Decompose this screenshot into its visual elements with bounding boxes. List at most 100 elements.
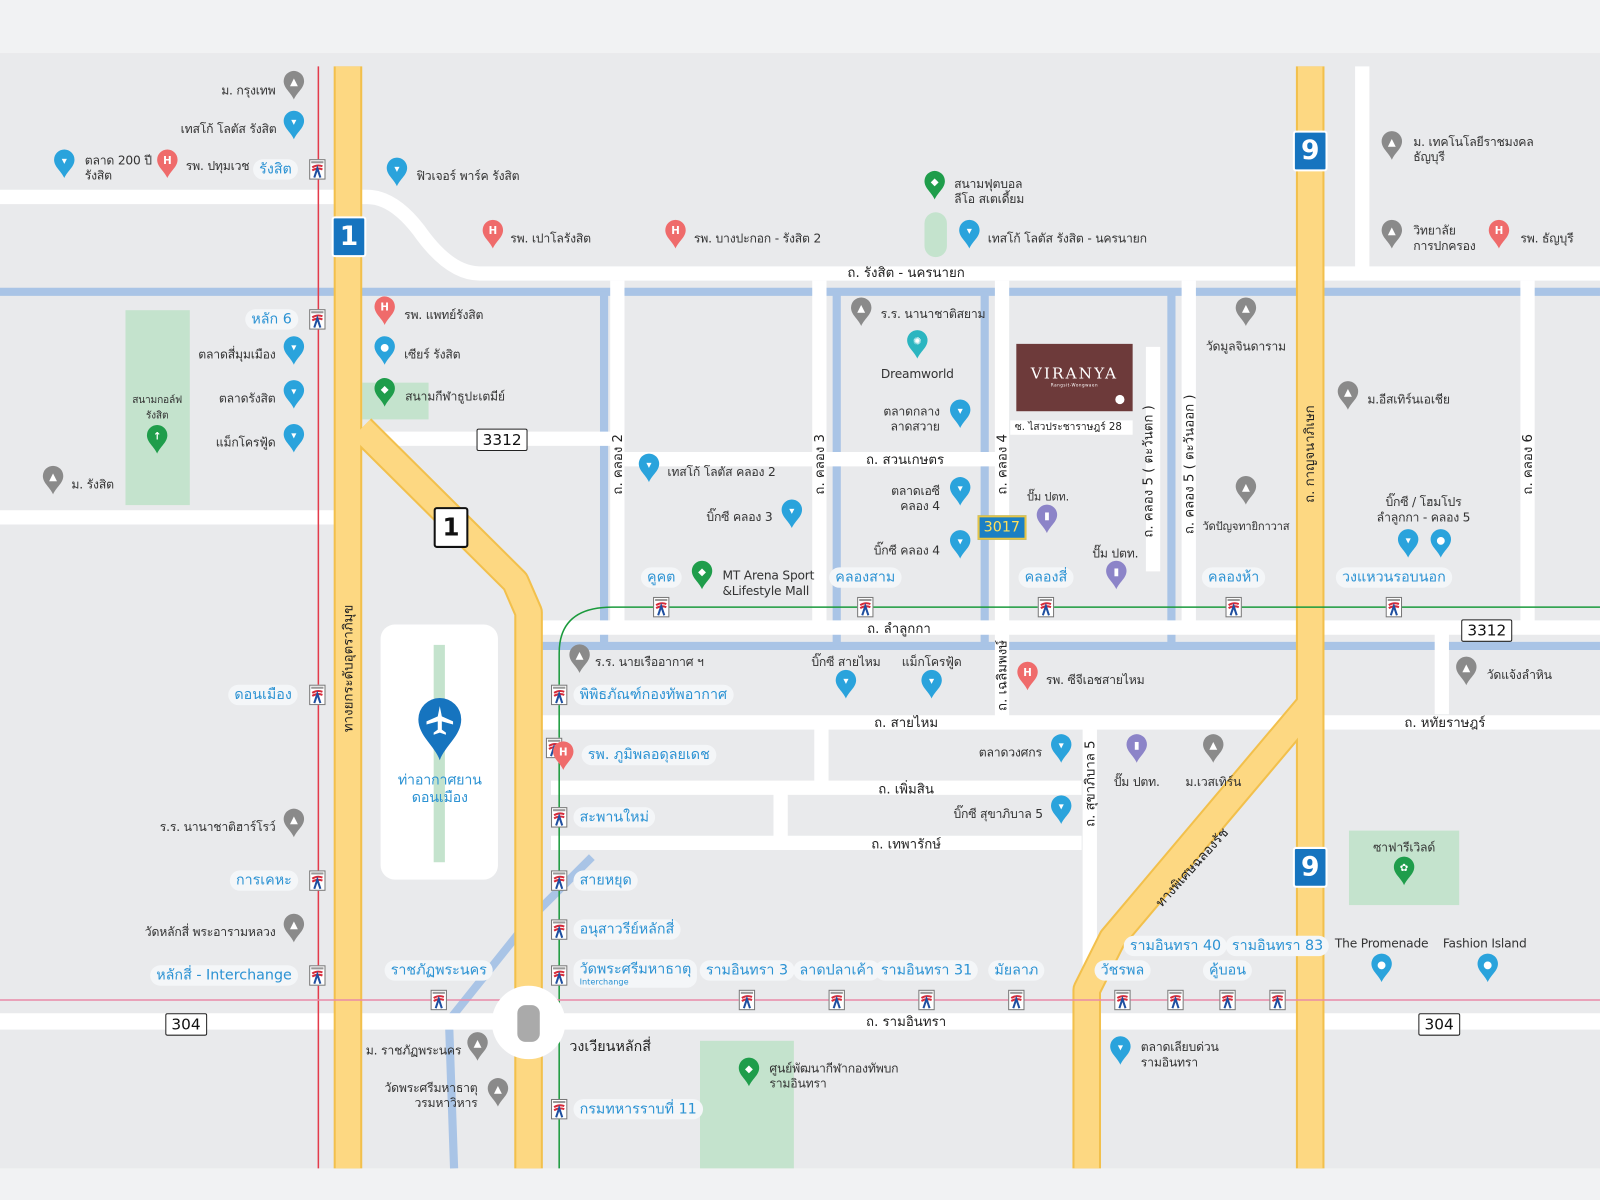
station-label-pink-line[interactable]: รามอินทรา 40 [1123,935,1228,957]
train-station-icon[interactable] [738,989,756,1011]
station-label-green-line[interactable]: สะพานใหม่ [573,807,656,828]
hospital-icon[interactable]: H [1016,661,1038,692]
gas-station-icon[interactable]: ▮ [1126,733,1148,764]
shopping-cart-icon[interactable]: ▾ [835,669,857,700]
hospital-icon[interactable]: H [373,295,395,326]
temple-icon[interactable]: ▲ [1235,475,1257,506]
shopping-cart-icon[interactable]: ▾ [949,398,971,429]
train-station-icon[interactable] [430,989,447,1011]
shopping-cart-icon[interactable]: ▾ [283,335,305,366]
shopping-cart-icon[interactable]: ▾ [949,476,971,507]
train-station-icon[interactable] [918,989,935,1011]
shopping-cart-icon[interactable]: ▾ [283,379,305,410]
train-station-icon[interactable] [551,807,568,828]
station-label-green-line[interactable]: คูคต [640,567,682,588]
shopping-cart-icon[interactable]: ▾ [638,453,660,484]
shopping-bag-icon[interactable]: ● [373,335,395,366]
train-station-icon[interactable] [309,309,326,330]
university-icon[interactable]: ▲ [283,808,305,839]
train-station-icon[interactable] [309,870,326,891]
station-label-green-line[interactable]: รพ. ภูมิพลอดุลยเดช [581,744,716,766]
station-label-pink-line[interactable]: มัยลาภ [988,960,1045,981]
university-icon[interactable]: ▲ [466,1031,488,1062]
shopping-cart-icon[interactable]: ▾ [920,669,942,700]
train-station-icon[interactable] [1385,596,1403,618]
train-station-icon[interactable] [828,989,845,1011]
station-label-green-line[interactable]: กรมทหารราบที่ 11 [573,1098,703,1120]
shopping-cart-icon[interactable]: ▾ [781,498,803,529]
golf-icon[interactable]: ↑ [146,424,168,455]
university-icon[interactable]: ▲ [1202,733,1224,764]
university-icon[interactable]: ▲ [42,465,64,496]
shopping-cart-icon[interactable]: ▾ [53,148,75,179]
station-label-green-line[interactable]: สายหยุด [573,870,638,891]
stadium-icon[interactable]: ◆ [738,1057,760,1088]
station-label-green-line[interactable]: วงแหวนรอบนอก [1335,567,1452,588]
hospital-icon[interactable]: H [1488,219,1510,250]
shopping-bag-icon[interactable]: ● [1477,953,1499,984]
hospital-icon[interactable]: H [552,740,574,771]
train-station-icon[interactable] [1167,989,1184,1011]
shopping-bag-icon[interactable]: ● [1370,953,1392,984]
university-icon[interactable]: ▲ [1381,219,1403,250]
train-station-icon[interactable] [1225,596,1242,618]
temple-icon[interactable]: ▲ [283,913,305,944]
train-station-icon[interactable] [309,684,326,706]
shopping-cart-icon[interactable]: ▾ [283,110,305,141]
station-label-pink-line[interactable]: วัชรพล [1094,960,1151,981]
station-label-green-line[interactable]: อนุสาวรีย์หลักสี่ [573,919,681,940]
gas-station-icon[interactable]: ▮ [1036,504,1058,535]
train-station-icon[interactable] [1037,596,1055,618]
train-station-icon[interactable] [551,870,568,891]
university-icon[interactable]: ▲ [1381,130,1403,161]
station-label-pink-line[interactable]: รามอินทรา 31 [874,960,979,981]
station-label-pink-line[interactable]: ราชภัฏพระนคร [384,960,493,981]
temple-icon[interactable]: ▲ [487,1077,509,1108]
station-label-green-line[interactable]: คลองสาม [829,567,902,588]
university-icon[interactable]: ▲ [568,643,590,674]
station-label-green-line[interactable]: คลองสี่ [1018,567,1074,588]
station-label-green-line[interactable]: วัดพระศรีมหาธาตุInterchange [573,959,698,988]
shopping-cart-icon[interactable]: ▾ [283,423,305,454]
station-label-green-line[interactable]: พิพิธภัณฑ์กองทัพอากาศ [573,684,734,706]
temple-icon[interactable]: ▲ [1235,296,1257,327]
station-label-pink-line[interactable]: คู้บอน [1202,960,1253,981]
shopping-cart-icon[interactable]: ▾ [958,219,980,250]
train-station-icon[interactable] [551,919,568,940]
train-station-icon[interactable] [1114,989,1131,1011]
university-icon[interactable]: ▲ [283,70,305,101]
station-label-red-line[interactable]: หลักสี่ - Interchange [150,965,298,986]
train-station-icon[interactable] [309,965,326,986]
train-station-icon[interactable] [309,159,326,180]
train-station-icon[interactable] [857,596,874,618]
train-station-icon[interactable] [1269,989,1286,1011]
train-station-icon[interactable] [653,596,670,618]
station-label-pink-line[interactable]: รามอินทรา 3 [699,960,795,981]
train-station-icon[interactable] [1008,989,1025,1011]
shopping-cart-icon[interactable]: ▾ [1397,528,1419,559]
station-label-red-line[interactable]: การเคหะ [229,870,298,891]
temple-icon[interactable]: ▲ [1455,656,1477,687]
shopping-cart-icon[interactable]: ▾ [949,529,971,560]
train-station-icon[interactable] [1219,989,1236,1011]
theme-park-icon[interactable]: ✺ [906,329,928,360]
station-label-pink-line[interactable]: ลาดปลาเค้า [793,960,881,981]
station-label-red-line[interactable]: ดอนเมือง [228,684,298,706]
hospital-icon[interactable]: H [156,148,178,179]
train-station-icon[interactable] [551,684,568,706]
university-icon[interactable]: ▲ [850,296,872,327]
stadium-icon[interactable]: ◆ [373,377,395,408]
shopping-cart-icon[interactable]: ▾ [386,157,408,188]
shopping-cart-icon[interactable]: ▾ [1109,1035,1131,1066]
gas-station-icon[interactable]: ▮ [1105,560,1127,591]
viranya-project-marker[interactable]: VIRANYA Rangsit-Wongwaen [1016,343,1133,412]
hospital-icon[interactable]: H [482,219,504,250]
zoo-icon[interactable]: ✿ [1393,856,1415,887]
train-station-icon[interactable] [551,965,568,986]
shopping-cart-icon[interactable]: ▾ [1050,794,1072,825]
stadium-icon[interactable]: ◆ [691,560,713,591]
stadium-icon[interactable]: ◆ [923,170,945,201]
train-station-icon[interactable] [551,1098,568,1120]
university-icon[interactable]: ▲ [1337,380,1359,411]
shopping-cart-icon[interactable]: ▾ [1050,733,1072,764]
